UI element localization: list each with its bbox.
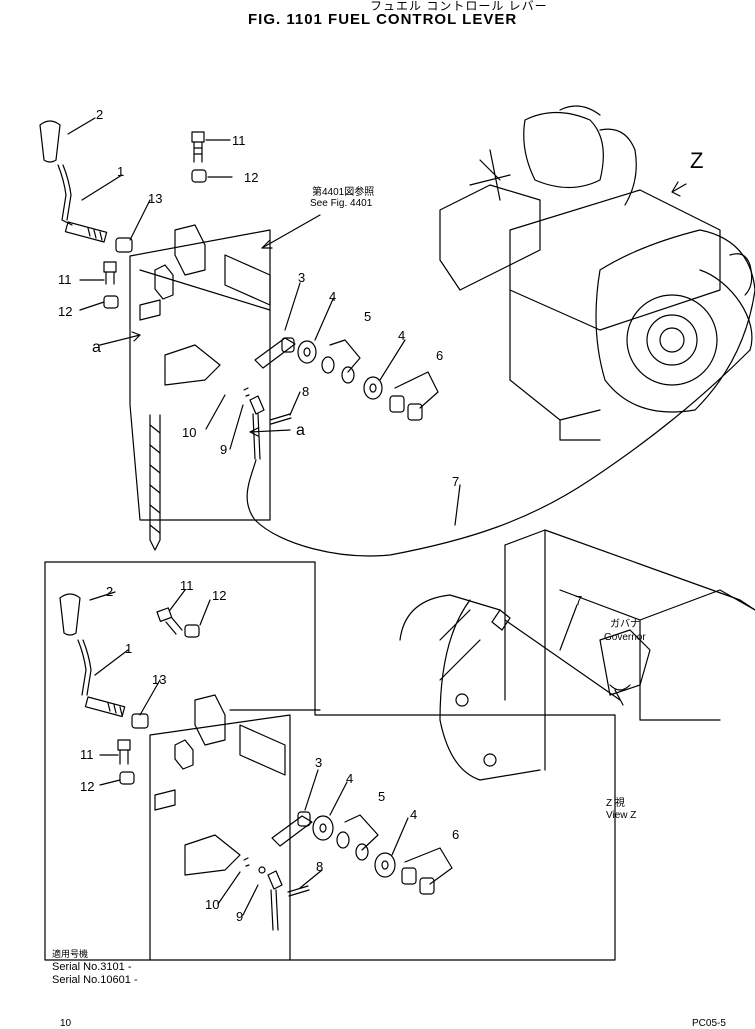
bottom-inset-frame bbox=[44, 561, 616, 961]
top-assembly bbox=[39, 105, 755, 557]
view-z-marker: Z bbox=[690, 148, 704, 173]
callout-bottom-2: 2 bbox=[106, 584, 114, 599]
page-code: PC05-5 bbox=[692, 1018, 726, 1029]
callout-bottom-12: 12 bbox=[212, 588, 227, 603]
callout-bottom-9: 9 bbox=[236, 909, 244, 924]
callout-top-11-left: 11 bbox=[58, 272, 72, 287]
callout-bottom-11: 11 bbox=[180, 578, 194, 593]
callout-top-5: 5 bbox=[364, 309, 372, 324]
see-fig-ref-jp: 第4401図参照 bbox=[312, 187, 375, 198]
callout-top-7: 7 bbox=[452, 474, 460, 489]
callout-top-12: 12 bbox=[244, 170, 259, 185]
callout-bottom-4: 4 bbox=[346, 771, 354, 786]
page-number: 10 bbox=[60, 1018, 72, 1029]
view-z-callout-7: 7 bbox=[575, 593, 583, 608]
governor-label-jp: ガバナ bbox=[610, 619, 640, 630]
governor-label: Governor bbox=[604, 632, 646, 643]
callout-top-11: 11 bbox=[232, 133, 246, 148]
callout-top-13: 13 bbox=[148, 191, 163, 206]
callout-bottom-1: 1 bbox=[125, 641, 133, 656]
see-fig-ref: See Fig. 4401 bbox=[310, 198, 373, 209]
callout-bottom-3: 3 bbox=[315, 755, 323, 770]
callout-bottom-11-left: 11 bbox=[80, 747, 94, 762]
callout-top-a-left: a bbox=[92, 339, 101, 356]
callout-top-4: 4 bbox=[329, 289, 337, 304]
callout-bottom-10: 10 bbox=[205, 897, 220, 912]
callout-top-9: 9 bbox=[220, 442, 228, 457]
applicable-jp: 適用号機 bbox=[52, 949, 89, 959]
callout-bottom-4b: 4 bbox=[410, 807, 418, 822]
callout-top-10: 10 bbox=[182, 425, 197, 440]
title-japanese: フュエル コントロール レバー bbox=[370, 0, 548, 13]
figure-title: FIG. 1101 FUEL CONTROL LEVER bbox=[248, 11, 518, 28]
serial-number-1: Serial No.3101 - bbox=[52, 961, 132, 973]
callout-top-2: 2 bbox=[96, 107, 104, 122]
view-z-label-jp: Z 視 bbox=[606, 798, 625, 809]
serial-number-2: Serial No.10601 - bbox=[52, 974, 138, 986]
callout-top-1: 1 bbox=[117, 164, 125, 179]
callout-bottom-13: 13 bbox=[152, 672, 167, 687]
callout-top-12-left: 12 bbox=[58, 304, 73, 319]
bottom-assembly bbox=[59, 593, 453, 961]
callout-bottom-6: 6 bbox=[452, 827, 460, 842]
view-z-label: View Z bbox=[606, 810, 637, 821]
callout-bottom-12-left: 12 bbox=[80, 779, 95, 794]
callout-bottom-5: 5 bbox=[378, 789, 386, 804]
callout-top-6: 6 bbox=[436, 348, 444, 363]
callout-top-4b: 4 bbox=[398, 328, 406, 343]
callout-top-8: 8 bbox=[302, 384, 310, 399]
callout-top-a-right: a bbox=[296, 422, 305, 439]
callout-top-3: 3 bbox=[298, 270, 306, 285]
view-z-detail bbox=[399, 529, 755, 781]
callout-bottom-8: 8 bbox=[316, 859, 324, 874]
